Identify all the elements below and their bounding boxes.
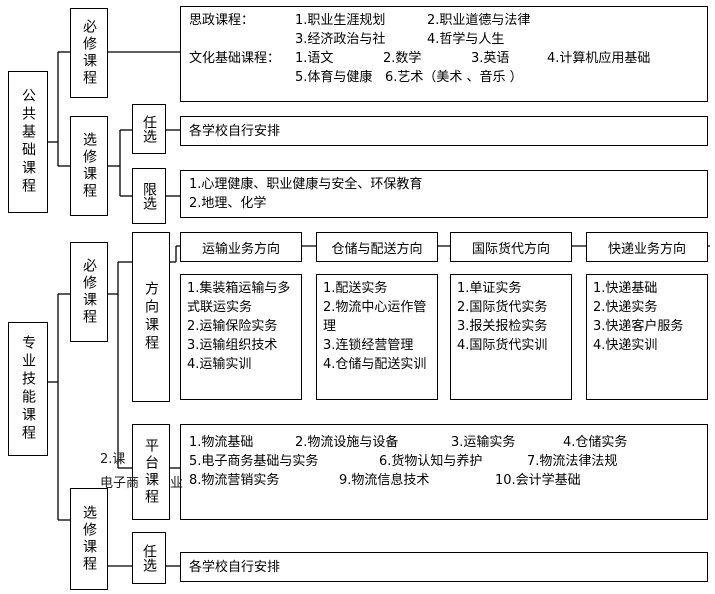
freight-item-4: 4.国际货代实训 bbox=[457, 338, 548, 353]
transport-item-2: 2.运输保险实务 bbox=[187, 319, 278, 334]
public-optional-text: 各学校自行安排 bbox=[189, 124, 281, 139]
platform-item-10: 10.会计学基础 bbox=[495, 473, 581, 488]
express-item-4: 4.快递实训 bbox=[593, 338, 658, 353]
public-optional-content: 各学校自行安排 bbox=[180, 116, 708, 146]
platform-course-box: 平台课程 bbox=[132, 424, 170, 520]
professional-skill-course-box: 专业技能课程 bbox=[8, 322, 48, 456]
platform-item-9: 9.物流信息技术 bbox=[339, 473, 430, 488]
public-limited-content: 1.心理健康、职业健康与安全、环保教育 2.地理、化学 bbox=[180, 170, 708, 218]
professional-optional-box: 任选 bbox=[132, 532, 166, 584]
direction-content-transport: 1.集装箱运输与多式联运实务 2.运输保险实务 3.运输组织技术 4.运输实训 bbox=[180, 274, 302, 400]
public-elective-box: 选修课程 bbox=[70, 116, 108, 216]
transport-item-1: 1.集装箱运输与多式联运实务 bbox=[187, 281, 291, 315]
freight-item-3: 3.报关报检实务 bbox=[457, 319, 548, 334]
culture-label: 文化基础课程： bbox=[189, 51, 281, 66]
professional-skill-course-label: 专业技能课程 bbox=[20, 335, 36, 443]
express-item-1: 1.快递基础 bbox=[593, 281, 658, 296]
professional-elective-box: 选修课程 bbox=[70, 488, 108, 590]
warehouse-item-4: 4.仓储与配送实训 bbox=[323, 357, 427, 372]
public-limited-label: 限选 bbox=[141, 182, 157, 210]
platform-item-2: 2.物流设施与设备 bbox=[295, 435, 399, 450]
culture-item-5: 5.体育与健康 bbox=[295, 70, 373, 85]
professional-optional-content: 各学校自行安排 bbox=[180, 552, 708, 582]
professional-optional-text: 各学校自行安排 bbox=[189, 560, 281, 575]
platform-content: 1.物流基础 2.物流设施与设备 3.运输实务 4.仓储实务 5.电子商务基础与… bbox=[180, 424, 708, 520]
public-required-content: 思政课程： 1.职业生涯规划 2.职业道德与法律 3.经济政治与社 4.哲学与人… bbox=[180, 6, 708, 102]
freight-item-2: 2.国际货代实务 bbox=[457, 300, 548, 315]
direction-header-express: 快递业务方向 bbox=[586, 232, 708, 262]
platform-item-7: 7.物流法律法规 bbox=[527, 454, 618, 469]
ideology-item-1: 1.职业生涯规划 bbox=[295, 13, 386, 28]
culture-item-6: 6.艺术（美术 、音乐 ） bbox=[385, 70, 523, 85]
culture-item-1: 1.语文 bbox=[295, 51, 334, 66]
platform-item-5: 5.电子商务基础与实务 bbox=[189, 454, 319, 469]
stray-fragment-c: 业 bbox=[170, 476, 184, 491]
express-item-2: 2.快递实务 bbox=[593, 300, 658, 315]
direction-header-warehouse: 仓储与配送方向 bbox=[316, 232, 438, 262]
direction-course-label: 方向课程 bbox=[143, 281, 159, 353]
public-foundation-course-label: 公共基础课程 bbox=[20, 88, 36, 196]
transport-item-4: 4.运输实训 bbox=[187, 357, 252, 372]
platform-item-3: 3.运输实务 bbox=[451, 435, 516, 450]
platform-course-label: 平台课程 bbox=[143, 438, 159, 506]
direction-course-box: 方向课程 bbox=[132, 232, 170, 402]
warehouse-item-1: 1.配送实务 bbox=[323, 281, 388, 296]
public-optional-label: 任选 bbox=[141, 115, 157, 143]
warehouse-item-2: 2.物流中心运作管理 bbox=[323, 300, 427, 334]
direction-header-transport: 运输业务方向 bbox=[180, 232, 302, 262]
limited-item-1: 1.心理健康、职业健康与安全、环保教育 bbox=[189, 177, 423, 192]
direction-header-freight: 国际货代方向 bbox=[450, 232, 572, 262]
professional-optional-label: 任选 bbox=[141, 544, 157, 572]
direction-content-express: 1.快递基础 2.快递实务 3.快递客户服务 4.快递实训 bbox=[586, 274, 708, 400]
express-item-3: 3.快递客户服务 bbox=[593, 319, 684, 334]
platform-item-1: 1.物流基础 bbox=[189, 435, 254, 450]
public-required-label: 必修课程 bbox=[81, 19, 97, 87]
professional-required-label: 必修课程 bbox=[81, 258, 97, 326]
limited-item-2: 2.地理、化学 bbox=[189, 196, 267, 211]
stray-fragment-b: 电子商 bbox=[100, 476, 140, 491]
professional-required-box: 必修课程 bbox=[70, 242, 108, 342]
transport-item-3: 3.运输组织技术 bbox=[187, 338, 278, 353]
public-elective-label: 选修课程 bbox=[81, 132, 97, 200]
public-required-box: 必修课程 bbox=[70, 8, 108, 98]
culture-item-2: 2.数学 bbox=[383, 51, 422, 66]
freight-item-1: 1.单证实务 bbox=[457, 281, 522, 296]
ideology-item-4: 4.哲学与人生 bbox=[427, 32, 505, 47]
public-limited-box: 限选 bbox=[132, 168, 166, 224]
culture-item-3: 3.英语 bbox=[471, 51, 510, 66]
platform-item-6: 6.货物认知与养护 bbox=[379, 454, 483, 469]
ideology-item-2: 2.职业道德与法律 bbox=[427, 13, 531, 28]
platform-item-4: 4.仓储实务 bbox=[563, 435, 628, 450]
culture-item-4: 4.计算机应用基础 bbox=[547, 51, 651, 66]
professional-elective-label: 选修课程 bbox=[81, 505, 97, 573]
warehouse-item-3: 3.连锁经营管理 bbox=[323, 338, 414, 353]
ideology-item-3: 3.经济政治与社 bbox=[295, 32, 386, 47]
direction-content-freight: 1.单证实务 2.国际货代实务 3.报关报检实务 4.国际货代实训 bbox=[450, 274, 572, 400]
public-optional-box: 任选 bbox=[132, 104, 166, 154]
stray-fragment-a: 2.课 bbox=[100, 452, 126, 467]
platform-item-8: 8.物流营销实务 bbox=[189, 473, 280, 488]
public-foundation-course-box: 公共基础课程 bbox=[8, 71, 48, 213]
direction-content-warehouse: 1.配送实务 2.物流中心运作管理 3.连锁经营管理 4.仓储与配送实训 bbox=[316, 274, 438, 400]
ideology-label: 思政课程： bbox=[189, 13, 255, 28]
